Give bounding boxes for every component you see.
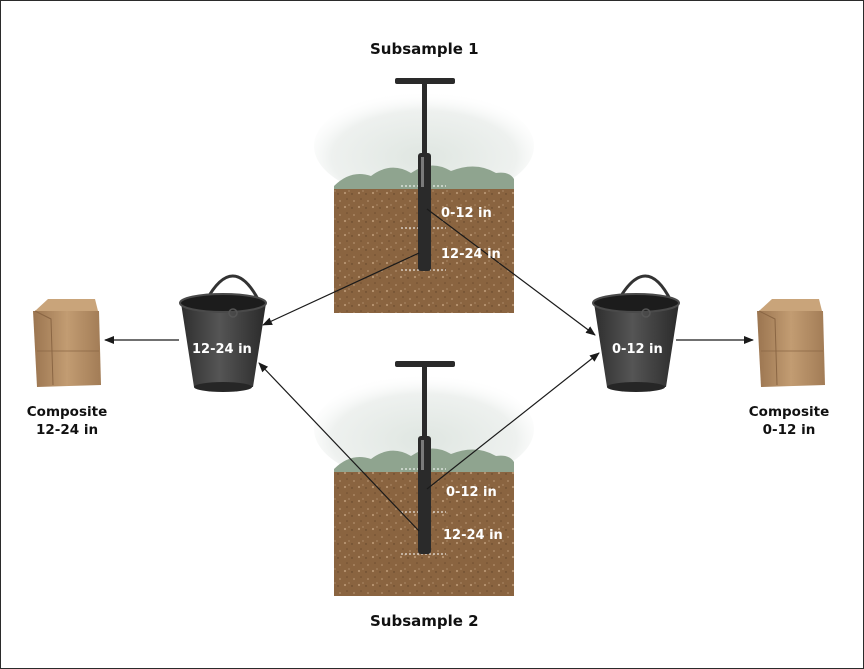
subsample-2-title: Subsample 2 [370, 612, 479, 630]
soil-block-subsample-2 [314, 374, 534, 596]
bucket-left-label: 12-24 in [192, 342, 252, 357]
arrow-s1-upper-to-right-bucket [426, 208, 596, 336]
composite-left-label: Composite 12-24 in [21, 403, 113, 439]
paper-bag-right [757, 299, 825, 387]
soil-probe-subsample-1 [395, 78, 455, 271]
flow-arrows [104, 208, 754, 532]
bucket-right [592, 274, 680, 392]
subsample-1-depth-lower: 12-24 in [441, 247, 501, 262]
subsample-2-depth-upper: 0-12 in [446, 485, 497, 500]
subsample-2-depth-lower: 12-24 in [443, 528, 503, 543]
composite-right-line2: 0-12 in [762, 422, 816, 438]
subsample-1-depth-upper: 0-12 in [441, 206, 492, 221]
bucket-left [179, 274, 267, 392]
paper-bag-left [33, 299, 101, 387]
subsample-1-title: Subsample 1 [370, 40, 479, 58]
composite-left-line2: 12-24 in [35, 422, 99, 438]
composite-right-line1: Composite [748, 404, 830, 420]
soil-probe-subsample-2 [395, 361, 455, 554]
composite-left-line1: Composite [26, 404, 108, 420]
composite-right-label: Composite 0-12 in [743, 403, 835, 439]
arrow-s1-lower-to-left-bucket [262, 252, 420, 326]
bucket-right-label: 0-12 in [612, 342, 663, 357]
arrow-s2-upper-to-right-bucket [426, 352, 600, 490]
arrow-s2-lower-to-left-bucket [258, 362, 420, 532]
